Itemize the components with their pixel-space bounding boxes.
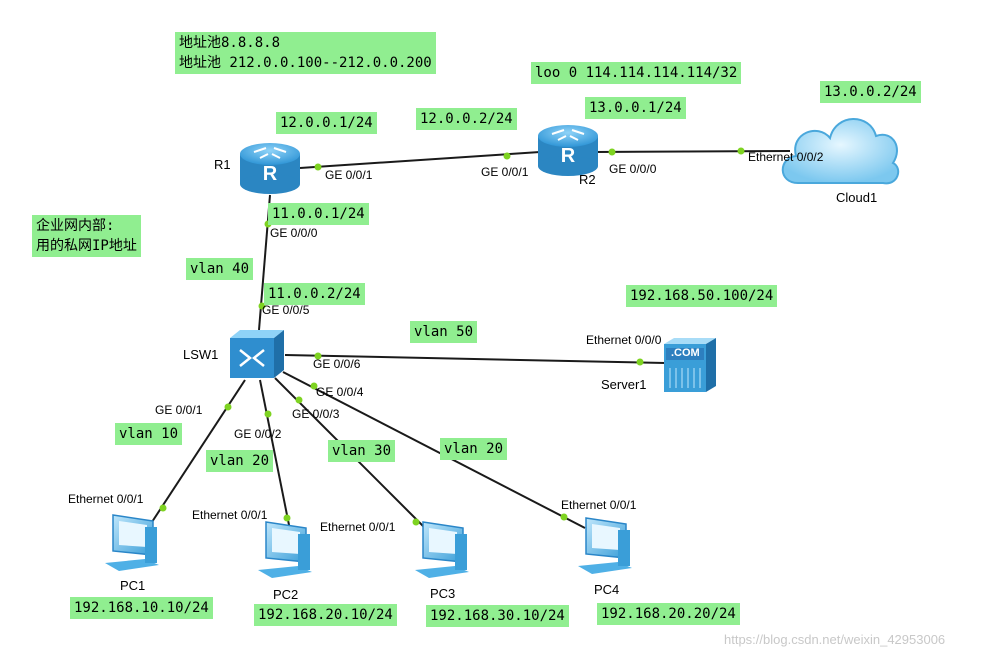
pc3-eth-port: Ethernet 0/0/1 (320, 520, 396, 534)
port-dot (608, 148, 616, 156)
server-ip-label: 192.168.50.100/24 (626, 285, 778, 307)
server-icon[interactable] (664, 338, 716, 392)
router-icon[interactable]: R (240, 143, 300, 194)
cloud-ip-label: 13.0.0.2/24 (820, 81, 921, 103)
port-dot (264, 410, 272, 418)
cloud-icon[interactable] (781, 118, 900, 185)
cloud-eth-port: Ethernet 0/0/2 (748, 150, 824, 164)
pc-icon[interactable] (415, 521, 469, 578)
port-dot (412, 518, 420, 526)
svg-text:R: R (263, 163, 278, 185)
port-dot (314, 163, 322, 171)
cloud1-label: Cloud1 (836, 190, 878, 205)
vlan50-label: vlan 50 (410, 321, 478, 343)
switch-icon[interactable] (230, 330, 284, 378)
vlan40-label: vlan 40 (186, 258, 254, 280)
router-icon[interactable]: R (538, 125, 598, 176)
lsw-ge003-port: GE 0/0/3 (292, 407, 340, 421)
r1-ge000-port: GE 0/0/0 (270, 226, 318, 240)
r2-ip-12-label: 12.0.0.2/24 (416, 108, 517, 130)
port-dot (224, 403, 232, 411)
port-dot (258, 302, 266, 310)
link-r1-r2 (299, 151, 541, 169)
pc4-label: PC4 (594, 582, 620, 597)
link-r2-cloud1 (594, 150, 791, 153)
pc4-eth-port: Ethernet 0/0/1 (561, 498, 637, 512)
r1-ip-11-label: 11.0.0.1/24 (268, 203, 369, 225)
pc3-ip-label: 192.168.30.10/24 (426, 605, 569, 627)
enterprise-note: 企业网内部: 用的私网IP地址 (32, 215, 141, 257)
link-lsw1-pc2 (259, 379, 291, 531)
pc-icon[interactable] (258, 521, 312, 578)
link-lsw1-pc4 (282, 371, 586, 529)
server-com-badge: .COM (671, 347, 700, 359)
vlan30-label: vlan 30 (328, 440, 396, 462)
server1-label: Server1 (601, 377, 647, 392)
nat-pool-note: 地址池8.8.8.8 地址池 212.0.0.100--212.0.0.200 (175, 32, 436, 74)
port-dots (159, 147, 745, 526)
nat-pool-line-2: 地址池 212.0.0.100--212.0.0.200 (179, 55, 432, 71)
lsw-ge001-port: GE 0/0/1 (155, 403, 203, 417)
port-dot (310, 382, 318, 390)
vlan20-b-label: vlan 20 (440, 438, 508, 460)
lsw-ge006-port: GE 0/0/6 (313, 357, 361, 371)
port-dot (283, 514, 291, 522)
lsw-ip-11-label: 11.0.0.2/24 (264, 283, 365, 305)
lsw1-label: LSW1 (183, 347, 219, 362)
enterprise-line-2: 用的私网IP地址 (36, 238, 137, 254)
pc2-label: PC2 (273, 587, 299, 602)
r2-ge000-port: GE 0/0/0 (609, 162, 657, 176)
svg-text:R: R (561, 145, 576, 167)
port-dot (295, 396, 303, 404)
server-eth-port: Ethernet 0/0/0 (586, 333, 662, 347)
pc-icon[interactable] (105, 514, 159, 571)
pc3-label: PC3 (430, 586, 456, 601)
pc1-label: PC1 (120, 578, 146, 593)
pc1-ip-label: 192.168.10.10/24 (70, 597, 213, 619)
r2-loopback-label: loo 0 114.114.114.114/32 (531, 62, 742, 84)
port-dot (314, 352, 322, 360)
port-dot (159, 504, 167, 512)
port-dot (737, 147, 745, 155)
vlan10-label: vlan 10 (115, 423, 183, 445)
pc2-ip-label: 192.168.20.10/24 (254, 604, 397, 626)
pc2-eth-port: Ethernet 0/0/1 (192, 508, 268, 522)
lsw-ge005-port: GE 0/0/5 (262, 303, 310, 317)
r2-ip-13-label: 13.0.0.1/24 (585, 97, 686, 119)
pc4-ip-label: 192.168.20.20/24 (597, 603, 740, 625)
pc-icon[interactable] (578, 517, 632, 574)
lsw-ge004-port: GE 0/0/4 (316, 385, 364, 399)
link-lsw1-server1 (284, 354, 666, 364)
r1-label: R1 (214, 157, 231, 172)
nat-pool-line-1: 地址池8.8.8.8 (179, 35, 281, 51)
r2-ge001-port: GE 0/0/1 (481, 165, 529, 179)
port-dot (636, 358, 644, 366)
port-dot (503, 152, 511, 160)
enterprise-line-1: 企业网内部: (36, 218, 115, 234)
port-dot (560, 513, 568, 521)
pc1-eth-port: Ethernet 0/0/1 (68, 492, 144, 506)
r2-label: R2 (579, 172, 596, 187)
watermark-text: https://blog.csdn.net/weixin_42953006 (724, 632, 946, 647)
r1-ge001-port: GE 0/0/1 (325, 168, 373, 182)
vlan20-a-label: vlan 20 (206, 450, 274, 472)
r1-ip-12-label: 12.0.0.1/24 (276, 112, 377, 134)
lsw-ge002-port: GE 0/0/2 (234, 427, 282, 441)
